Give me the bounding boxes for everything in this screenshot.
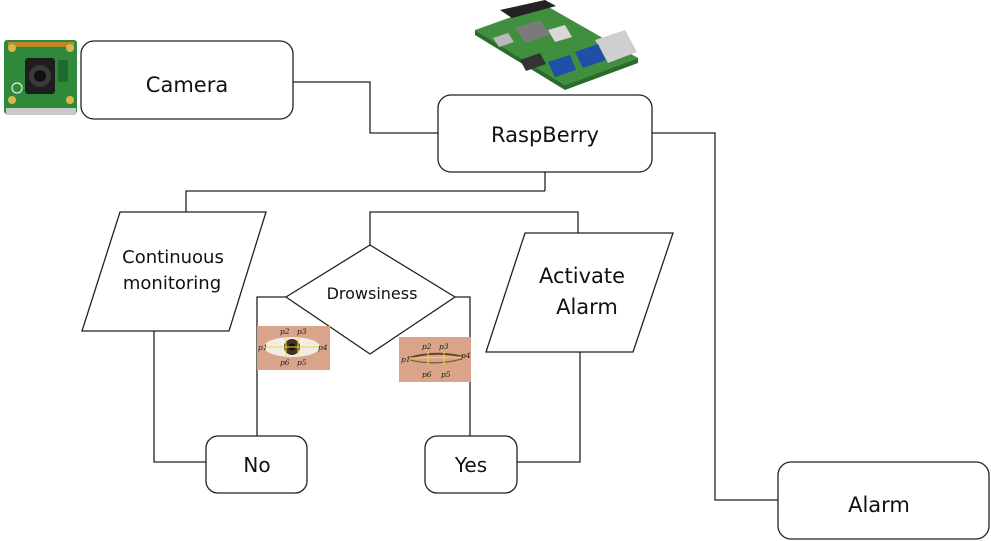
camera-module-icon bbox=[4, 40, 77, 115]
no-label: No bbox=[243, 453, 270, 477]
yes-node: Yes bbox=[424, 435, 518, 494]
activate-alarm-line2: Alarm bbox=[556, 295, 618, 319]
eye-open-p4: p4 bbox=[318, 343, 328, 352]
connector-drowsiness-yes bbox=[455, 296, 471, 436]
eye-open-p1: p1 bbox=[258, 343, 268, 352]
eye-closed-p2: p2 bbox=[422, 342, 432, 351]
eye-open-p2: p2 bbox=[280, 327, 290, 336]
alarm-node: Alarm bbox=[777, 461, 990, 540]
yes-label: Yes bbox=[454, 453, 487, 477]
connector-raspberry-alarm bbox=[652, 132, 778, 501]
eye-closed-p6: p6 bbox=[422, 370, 432, 379]
eye-open-p5: p5 bbox=[297, 358, 307, 367]
eye-closed-p3: p3 bbox=[439, 342, 449, 351]
eye-open-icon: p2 p3 p1 p4 p6 p5 bbox=[257, 326, 330, 370]
connector-branch-drowsiness bbox=[369, 211, 579, 245]
connector-drowsiness-no bbox=[256, 296, 286, 436]
raspberry-node: RaspBerry bbox=[437, 94, 653, 173]
eye-open-p6: p6 bbox=[280, 358, 290, 367]
continuous-monitoring-line1: Continuous bbox=[122, 247, 224, 268]
connector-camera-raspberry bbox=[293, 81, 438, 134]
connector-branch-continuous bbox=[185, 190, 545, 212]
drowsiness-label: Drowsiness bbox=[327, 284, 418, 303]
camera-node: Camera bbox=[80, 40, 294, 120]
no-node: No bbox=[205, 435, 308, 494]
eye-closed-p4: p4 bbox=[461, 351, 471, 360]
eye-closed-p5: p5 bbox=[441, 370, 451, 379]
alarm-label: Alarm bbox=[848, 493, 910, 517]
activate-alarm-line1: Activate bbox=[539, 264, 625, 288]
connector-yes-activate bbox=[517, 352, 581, 463]
eye-open-p3: p3 bbox=[297, 327, 307, 336]
raspberry-board-icon bbox=[475, 0, 638, 90]
connectors bbox=[153, 81, 778, 501]
connector-continuous-no bbox=[153, 331, 206, 463]
continuous-monitoring-line2: monitoring bbox=[123, 273, 221, 294]
eye-closed-icon: p2 p3 p1 p4 p6 p5 bbox=[399, 337, 471, 382]
camera-label: Camera bbox=[146, 73, 228, 97]
raspberry-label: RaspBerry bbox=[491, 123, 599, 147]
eye-closed-p1: p1 bbox=[401, 355, 411, 364]
activate-alarm-node: Activate Alarm bbox=[485, 232, 674, 353]
continuous-monitoring-node: Continuous monitoring bbox=[81, 211, 267, 332]
drowsiness-decision-node: Drowsiness bbox=[284, 244, 457, 355]
